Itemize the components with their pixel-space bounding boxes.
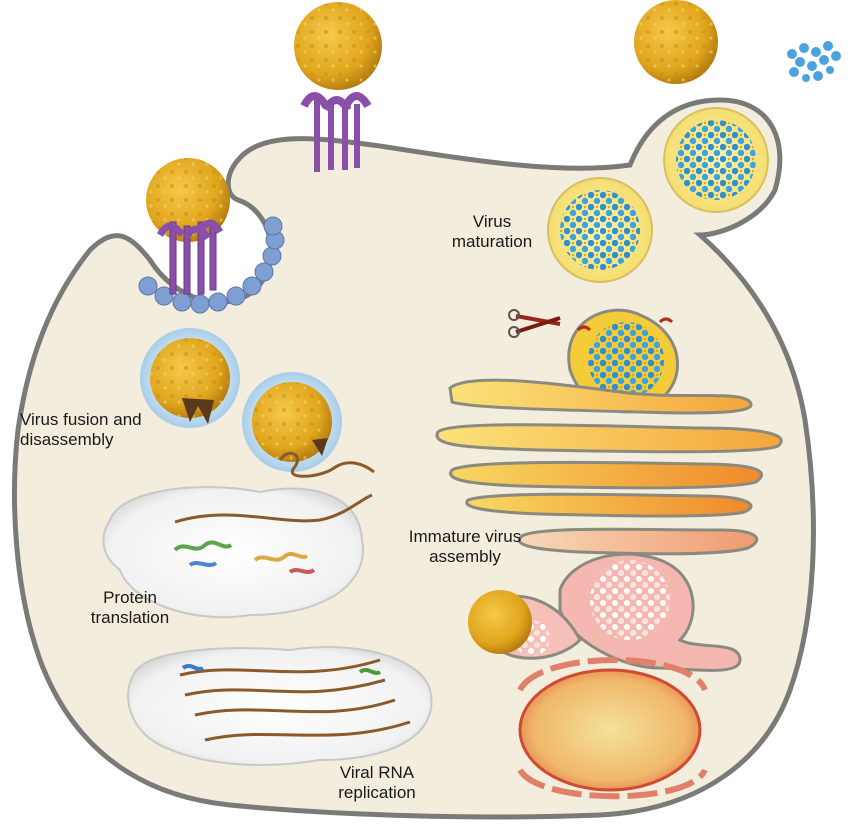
nucleus <box>517 657 708 800</box>
golgi-er-stack <box>435 378 783 556</box>
replication-cloud <box>127 646 433 766</box>
scissors-icon <box>508 309 561 338</box>
receptor-cluster <box>300 92 372 172</box>
released-virion <box>634 0 718 84</box>
replication-rna-strands <box>179 658 411 742</box>
protein-structures <box>173 540 316 574</box>
virion-attachment <box>294 2 382 172</box>
translation-cloud <box>102 486 373 619</box>
mature-vesicle-exocytosis <box>663 107 769 213</box>
fusion-virion-2 <box>242 372 342 472</box>
released-particles <box>787 41 841 82</box>
clathrin-coat <box>138 216 285 314</box>
translation-rna-strand <box>174 493 373 524</box>
budding-vesicle <box>567 308 679 414</box>
mature-vesicle <box>547 177 653 283</box>
fusion-virion-1 <box>140 328 240 428</box>
virion-endocytosis <box>146 158 230 295</box>
released-rna-strand <box>278 451 375 478</box>
nuclear-capsid <box>468 590 532 654</box>
